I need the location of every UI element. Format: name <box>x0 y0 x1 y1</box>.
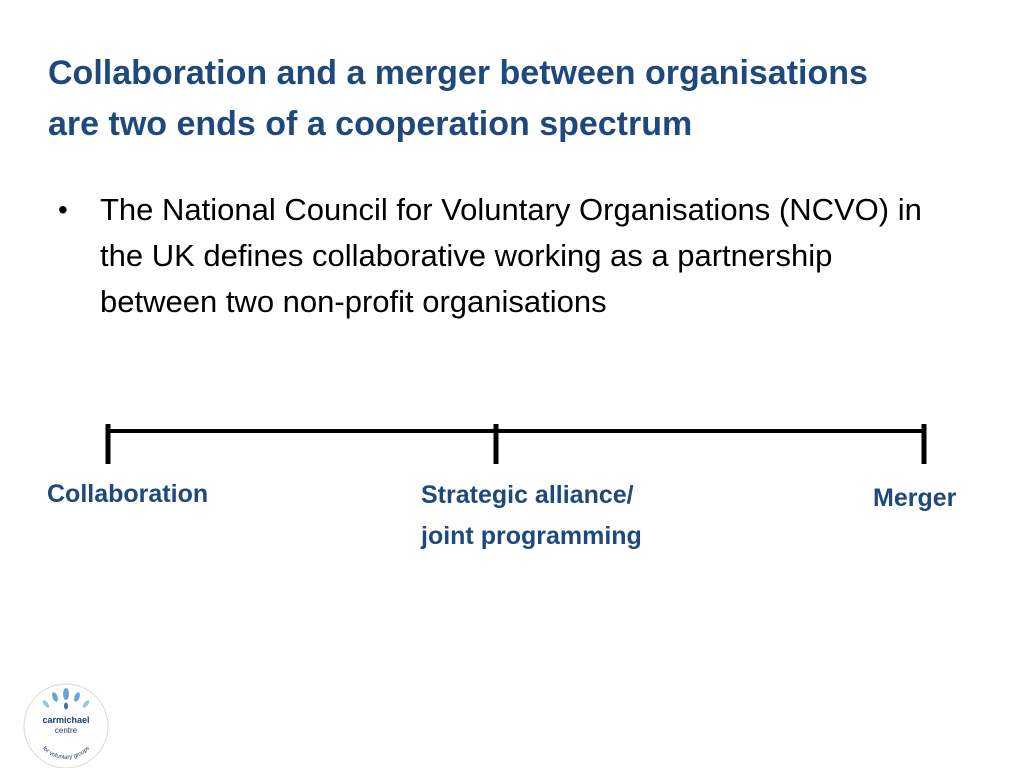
logo-rays-icon <box>42 688 90 710</box>
label-strategic-alliance: Strategic alliance/ joint programming <box>421 475 721 557</box>
label-strategic-line-2: joint programming <box>421 522 642 550</box>
logo-name: carmichael <box>42 715 89 725</box>
title-line-1: Collaboration and a merger between organ… <box>48 54 868 92</box>
title-line-2: are two ends of a cooperation spectrum <box>48 105 693 143</box>
logo-sub: centre <box>55 726 78 735</box>
bullet-item: • The National Council for Voluntary Org… <box>58 187 958 325</box>
slide-title: Collaboration and a merger between organ… <box>48 48 988 150</box>
bullet-icon: • <box>58 194 68 225</box>
bullet-text: The National Council for Voluntary Organ… <box>100 192 922 319</box>
carmichael-logo: carmichael centre for voluntary groups <box>23 683 109 768</box>
label-merger: Merger <box>873 484 957 512</box>
label-collaboration: Collaboration <box>47 480 209 508</box>
label-strategic-line-1: Strategic alliance/ <box>421 481 634 509</box>
